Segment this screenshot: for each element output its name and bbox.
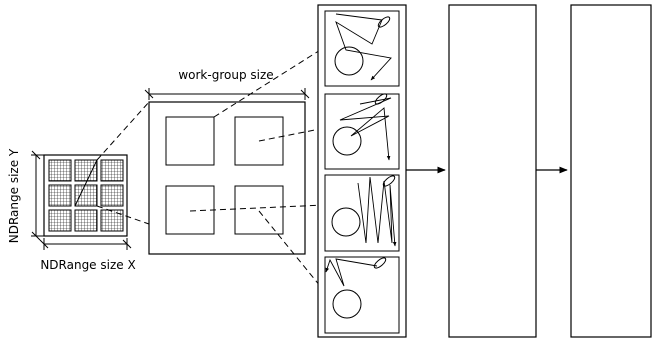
ndrange-size-y-label: NDRange size Y (7, 148, 21, 243)
pipeline-block-1 (448, 4, 537, 338)
work-group-size-dimension (144, 88, 310, 100)
work-group-cell (48, 159, 72, 182)
processing-element-1 (324, 10, 400, 87)
processing-column (317, 4, 407, 338)
work-item-br (234, 185, 284, 235)
work-group-cell (48, 209, 72, 232)
pipeline-block-2 (570, 4, 652, 338)
work-group-cell (74, 184, 98, 207)
work-group-cell (74, 159, 98, 182)
ndrange-grid (43, 154, 128, 237)
processing-element-3 (324, 174, 400, 252)
ndrange-x-dimension (39, 238, 132, 250)
zoom-lines (96, 101, 150, 225)
processing-element-4 (324, 256, 400, 334)
work-group-cell (74, 209, 98, 232)
work-group-cell (100, 159, 124, 182)
work-group-cell (100, 184, 124, 207)
work-item-tl (165, 116, 215, 166)
mapping-arrows (189, 46, 326, 293)
ndrange-size-x-label: NDRange size X (40, 258, 135, 272)
work-item-bl (165, 185, 215, 235)
work-group-box (148, 101, 306, 255)
processing-element-2 (324, 93, 400, 170)
grid-diagonal (74, 159, 98, 207)
work-group-size-label: work-group size (178, 68, 273, 82)
work-group-cell (100, 209, 124, 232)
ndrange-y-dimension (31, 150, 44, 241)
work-group-cell (48, 184, 72, 207)
work-item-tr (234, 116, 284, 166)
